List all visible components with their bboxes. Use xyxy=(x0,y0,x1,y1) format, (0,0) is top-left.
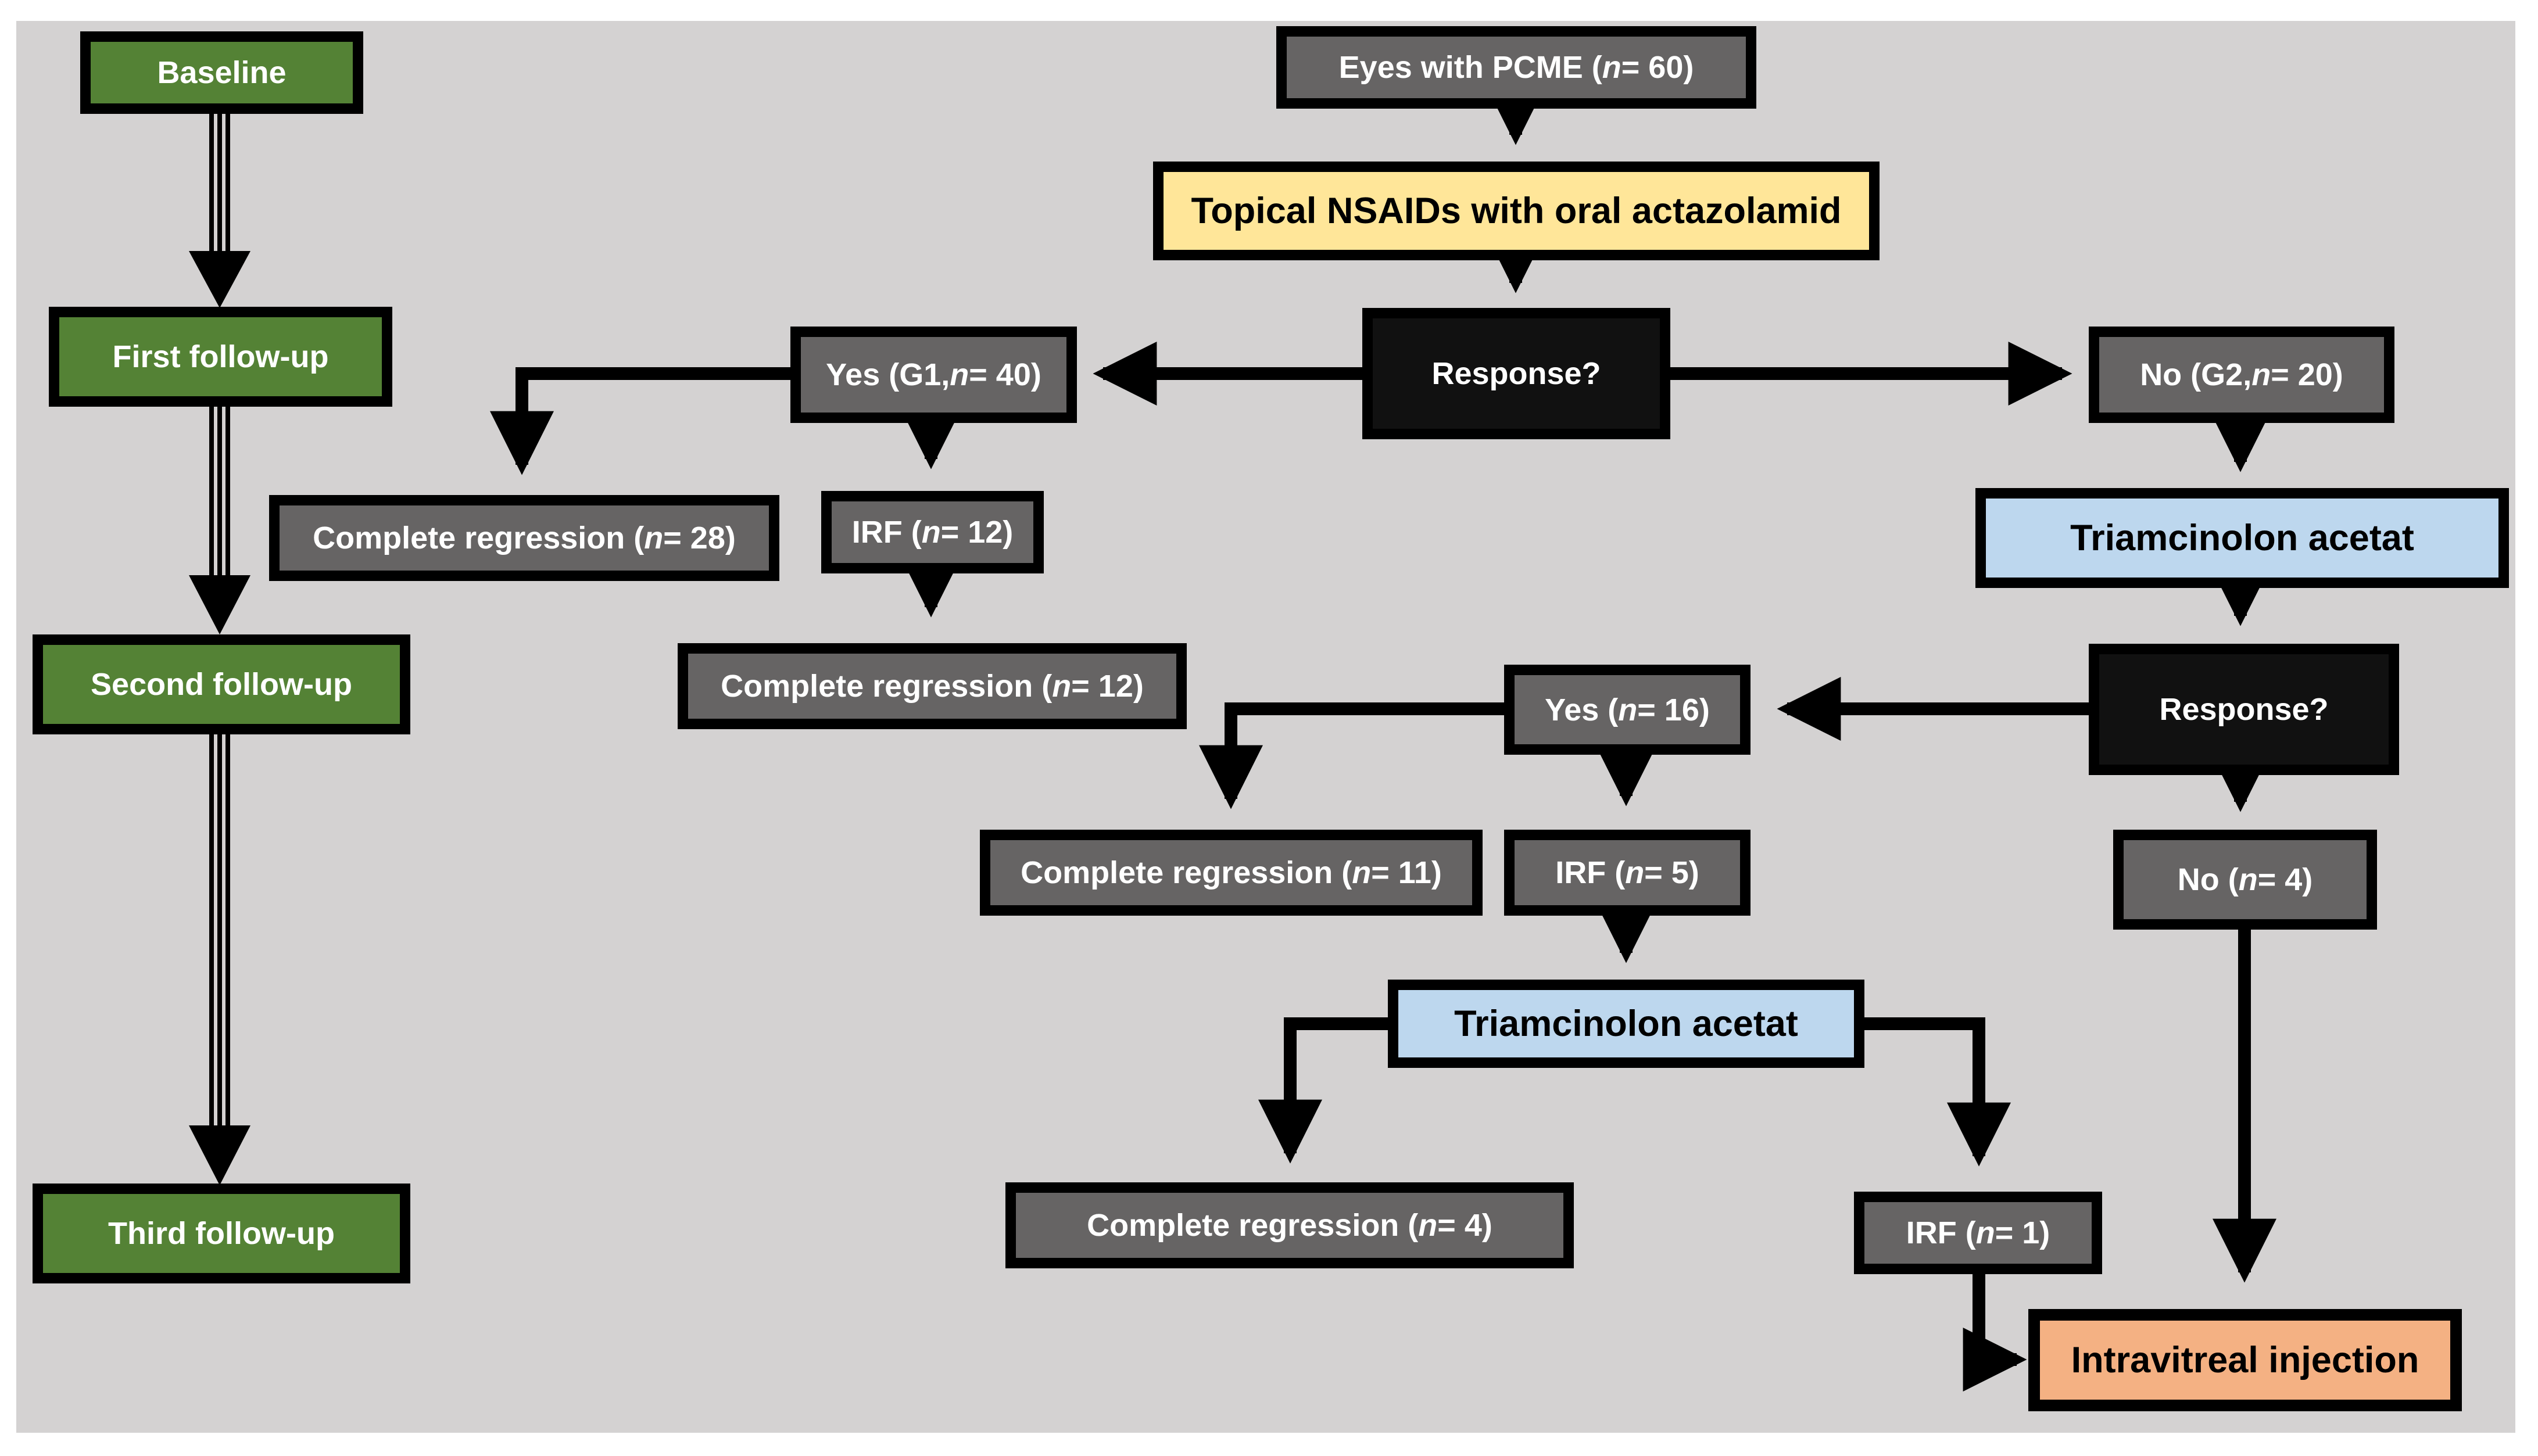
node-text: Complete regression ( xyxy=(313,521,645,555)
node-intravitreal-injection: Intravitreal injection xyxy=(2028,1309,2462,1411)
node-irf-5: IRF (n = 5) xyxy=(1504,830,1751,916)
node-text: = 4) xyxy=(1437,1208,1492,1243)
timeline-second-follow-up: Second follow-up xyxy=(33,634,410,734)
node-n: n xyxy=(1975,1215,1995,1250)
node-text: Complete regression ( xyxy=(1021,855,1352,890)
node-text: = 5) xyxy=(1644,855,1699,890)
node-text: = 16) xyxy=(1637,692,1710,727)
response-2-label: Response? xyxy=(2159,692,2329,727)
timeline-connector-2 xyxy=(209,404,230,580)
arrow-triam2-to-irf1 xyxy=(1862,1017,2011,1167)
node-text: IRF ( xyxy=(1555,855,1626,890)
node-n: n xyxy=(1418,1208,1438,1243)
node-n: n xyxy=(1618,692,1638,727)
node-text: Eyes with PCME ( xyxy=(1338,50,1602,85)
node-yes-g1: Yes (G1, n = 40) xyxy=(790,327,1077,423)
nsaid-label: Topical NSAIDs with oral actazolamid xyxy=(1191,191,1842,231)
node-n: n xyxy=(1602,50,1621,85)
node-text: = 1) xyxy=(1995,1215,2050,1250)
node-text: Complete regression ( xyxy=(721,669,1053,704)
node-text: No ( xyxy=(2177,862,2239,897)
node-topical-nsaids: Topical NSAIDs with oral actazolamid xyxy=(1153,162,1880,260)
node-text: = 12) xyxy=(940,515,1014,550)
node-no-4: No (n = 4) xyxy=(2113,830,2377,930)
node-text: = 20) xyxy=(2271,357,2343,392)
node-response-1: Response? xyxy=(1362,308,1670,439)
response-1-label: Response? xyxy=(1431,356,1601,391)
node-text: = 60) xyxy=(1621,50,1694,85)
node-n: n xyxy=(1052,669,1072,704)
timeline-first-follow-up: First follow-up xyxy=(49,307,392,407)
node-complete-regression-4: Complete regression (n = 4) xyxy=(1005,1182,1574,1268)
node-text: Complete regression ( xyxy=(1087,1208,1419,1243)
timeline-first-label: First follow-up xyxy=(112,339,329,374)
timeline-baseline: Baseline xyxy=(80,31,363,114)
injection-label: Intravitreal injection xyxy=(2071,1340,2419,1380)
node-text: IRF ( xyxy=(851,515,922,550)
node-text: No (G2, xyxy=(2140,357,2252,392)
timeline-third-label: Third follow-up xyxy=(108,1216,335,1251)
timeline-baseline-label: Baseline xyxy=(157,55,287,90)
arrow-triam2-to-cr4 xyxy=(1258,1017,1391,1164)
node-n: n xyxy=(950,357,969,392)
node-n: n xyxy=(2251,357,2271,392)
node-text: = 40) xyxy=(969,357,1041,392)
node-text: Yes (G1, xyxy=(826,357,950,392)
node-n: n xyxy=(921,515,941,550)
node-text: Yes ( xyxy=(1545,692,1619,727)
timeline-arrowhead-1 xyxy=(189,251,250,308)
node-n: n xyxy=(1625,855,1645,890)
node-n: n xyxy=(644,521,664,555)
triam-2-label: Triamcinolon acetat xyxy=(1454,1003,1798,1044)
node-complete-regression-11: Complete regression (n = 11) xyxy=(980,830,1483,916)
timeline-arrowhead-3 xyxy=(189,1125,250,1185)
triam-1-label: Triamcinolon acetat xyxy=(2070,518,2414,558)
arrow-yes16-to-cr11 xyxy=(1199,702,1505,809)
node-triamcinolon-acetat-1: Triamcinolon acetat xyxy=(1975,488,2509,588)
node-yes-16: Yes (n = 16) xyxy=(1504,665,1751,755)
node-text: = 11) xyxy=(1371,855,1442,890)
node-n: n xyxy=(1352,855,1372,890)
node-text: = 12) xyxy=(1071,669,1144,704)
arrow-yes-to-cr28 xyxy=(490,367,790,475)
node-no-g2: No (G2, n = 20) xyxy=(2089,327,2394,423)
node-text: = 28) xyxy=(663,521,736,555)
node-irf-12: IRF (n = 12) xyxy=(821,491,1044,573)
node-response-2: Response? xyxy=(2089,644,2399,775)
node-text: IRF ( xyxy=(1906,1215,1976,1250)
node-n: n xyxy=(2238,862,2258,897)
timeline-second-label: Second follow-up xyxy=(91,667,352,702)
node-complete-regression-12: Complete regression (n = 12) xyxy=(678,643,1187,729)
node-eyes-with-pcme: Eyes with PCME (n = 60) xyxy=(1276,26,1756,109)
node-complete-regression-28: Complete regression (n = 28) xyxy=(269,495,779,581)
timeline-third-follow-up: Third follow-up xyxy=(33,1184,410,1283)
node-text: = 4) xyxy=(2257,862,2313,897)
node-triamcinolon-acetat-2: Triamcinolon acetat xyxy=(1388,980,1864,1068)
timeline-connector-1 xyxy=(209,112,230,256)
timeline-connector-3 xyxy=(209,731,230,1130)
node-irf-1: IRF (n = 1) xyxy=(1854,1192,2102,1274)
arrow-irf1-to-injection xyxy=(1963,1267,2027,1392)
timeline-arrowhead-2 xyxy=(189,575,250,634)
